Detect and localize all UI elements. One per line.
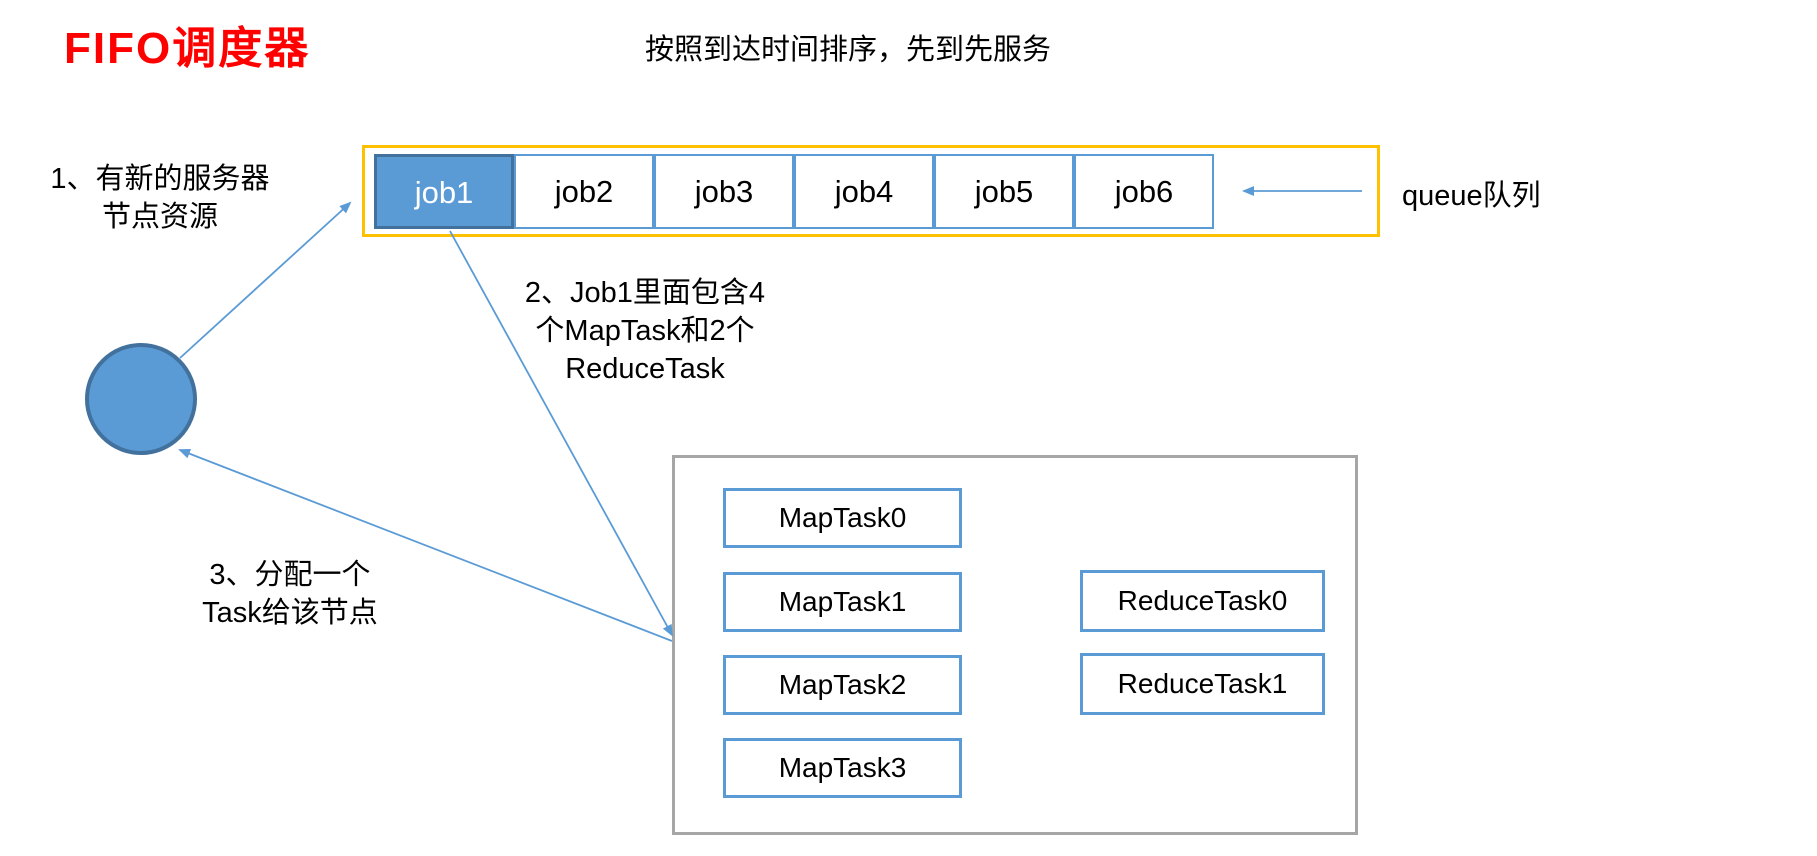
page-title: FIFO调度器 bbox=[64, 24, 311, 73]
annotation-step3-line1: 3、分配一个 bbox=[209, 559, 371, 591]
reduce-task0-box: ReduceTask0 bbox=[1080, 570, 1325, 632]
annotation-step1: 1、有新的服务器 节点资源 bbox=[18, 160, 302, 236]
annotation-step1-line1: 1、有新的服务器 bbox=[50, 163, 270, 195]
annotation-step2-line2: 个MapTask和2个 bbox=[535, 315, 755, 347]
job-box-job1: job1 bbox=[374, 154, 514, 229]
queue-label: queue队列 bbox=[1402, 180, 1541, 212]
server-node-circle bbox=[85, 343, 197, 455]
job-box-job4: job4 bbox=[794, 154, 934, 229]
annotation-step3-line2: Task给该节点 bbox=[202, 597, 378, 629]
subtitle: 按照到达时间排序，先到先服务 bbox=[645, 34, 1052, 66]
annotation-step3: 3、分配一个 Task给该节点 bbox=[163, 556, 417, 632]
annotation-step2-line3: ReduceTask bbox=[565, 353, 725, 385]
job-box-job3: job3 bbox=[654, 154, 794, 229]
annotation-step2: 2、Job1里面包含4 个MapTask和2个 ReduceTask bbox=[455, 274, 835, 388]
job-box-job2: job2 bbox=[514, 154, 654, 229]
annotation-step2-line1: 2、Job1里面包含4 bbox=[524, 277, 766, 309]
annotation-step1-line2: 节点资源 bbox=[101, 201, 218, 233]
map-task1-box: MapTask1 bbox=[723, 572, 962, 632]
map-task2-box: MapTask2 bbox=[723, 655, 962, 715]
map-task3-box: MapTask3 bbox=[723, 738, 962, 798]
reduce-task1-box: ReduceTask1 bbox=[1080, 653, 1325, 715]
job-box-job5: job5 bbox=[934, 154, 1074, 229]
map-task0-box: MapTask0 bbox=[723, 488, 962, 548]
job-box-job6: job6 bbox=[1074, 154, 1214, 229]
